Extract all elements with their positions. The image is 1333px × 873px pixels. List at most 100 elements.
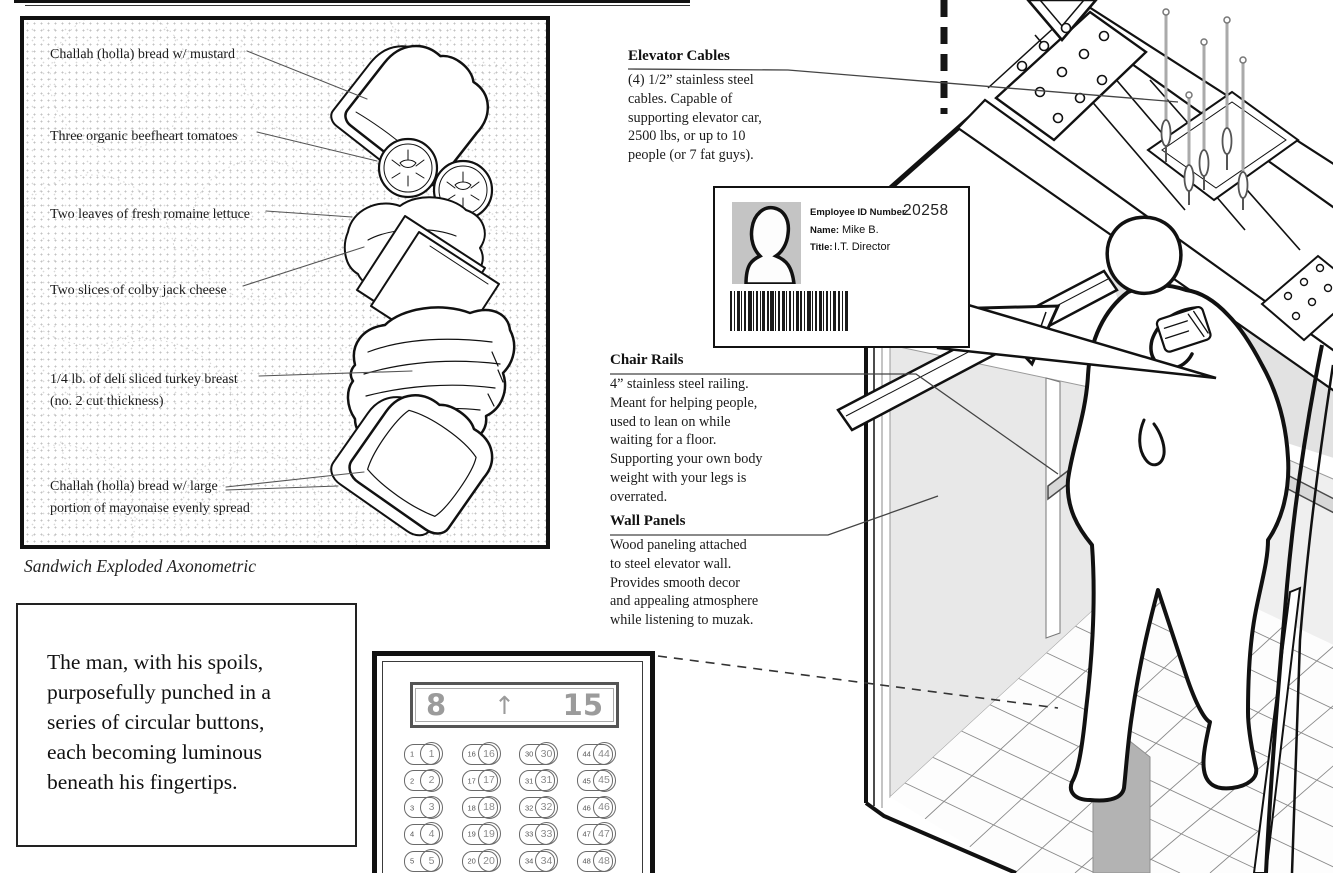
current-floor: 8 [426,688,447,722]
floor-button-small-label: 45 [582,776,591,786]
floor-button-circle: 33 [535,822,558,846]
floor-button-small-label: 17 [467,776,476,786]
cropped-frame-inner-edge [25,5,690,7]
elevator-cables-leader [627,68,1179,103]
floor-button-circle: 45 [592,768,616,792]
story-text-box: The man, with his spoils,purposefully pu… [16,603,357,847]
barcode [730,291,848,331]
floor-button-circle: 20 [477,849,501,873]
id-number-value: 20258 [903,202,949,219]
sandwich-label-tomatoes: Three organic beefheart tomatoes [50,129,238,144]
id-title-value: I.T. Director [834,241,891,253]
floor-button-circle: 31 [535,768,558,792]
floor-button-circle: 18 [477,795,501,819]
floor-button-circle: 3 [420,795,443,819]
sandwich-drawing [225,44,516,537]
leader-lines [610,0,1179,709]
floor-button-circle: 17 [477,768,501,792]
sandwich-leader-lines [225,50,413,491]
head-silhouette-icon [744,205,796,284]
sandwich-label-top-bread: Challah (holla) bread w/ mustard [50,47,236,62]
floor-button-small-label: 46 [582,802,591,812]
id-title-label: Title: [810,242,833,253]
up-arrow-icon: ↑ [493,690,515,720]
floor-button-circle: 46 [592,795,616,819]
floor-button-circle: 30 [535,742,558,765]
wall-seam [1045,377,1061,639]
floor-button-circle: 2 [420,768,443,792]
id-name-value: Mike B. [842,224,879,236]
gusset-plate-right [1260,254,1333,342]
floor-button-circle: 44 [592,742,616,765]
panel-location-dashed-leader [657,655,1059,709]
annotation-chair-rails: Chair Rails 4” stainless steel railing. … [610,352,790,507]
annotation-title: Chair Rails [610,352,684,368]
id-photo [732,202,801,284]
floor-button-circle: 4 [420,822,443,846]
elevator-cables-drawing [1160,8,1249,210]
floor-button-small-label: 18 [467,802,476,812]
id-name-label: Name: [810,225,840,236]
panel-inner-frame [382,661,643,873]
id-number-label: Employee ID Number: [810,207,909,218]
floor-button-small-label: 33 [525,829,534,839]
destination-floor: 15 [562,688,603,722]
floor-button-circle: 19 [477,822,501,846]
floor-button-small-label: 2 [410,776,415,786]
floor-button-small-label: 44 [582,749,591,759]
floor-button-small-label: 19 [467,829,476,839]
wall-panels-leader [610,495,939,536]
annotation-wall-panels: Wall Panels Wood paneling attached to st… [610,513,800,630]
floor-button-circle: 5 [420,849,443,873]
floor-button-circle: 32 [535,795,558,819]
sandwich-label-turkey: 1/4 lb. of deli sliced turkey breast(no.… [50,372,238,409]
sandwich-label-lettuce: Two leaves of fresh romaine lettuce [50,207,250,222]
floor-button-small-label: 31 [525,776,534,786]
floor-button-small-label: 34 [525,856,534,866]
chair-rails-leader [610,373,1059,475]
man-figure [1065,215,1291,803]
story-text: The man, with his spoils,purposefully pu… [47,650,271,794]
floor-button-small-label: 20 [467,856,476,866]
floor-display: 8 ↑ 15 [410,682,619,728]
floor-button-circle: 48 [592,849,616,873]
elevator-drawing [836,0,1333,873]
floor-button-circle: 47 [592,822,616,846]
annotation-title: Elevator Cables [628,48,730,64]
figure-caption: Sandwich Exploded Axonometric [24,556,256,576]
floor-button-circle: 1 [420,742,443,765]
cropped-frame-edge [14,0,690,3]
floor-button-small-label: 5 [410,856,415,866]
gusset-plate-top [987,0,1148,142]
annotation-title: Wall Panels [610,513,686,529]
sandwich-label-cheese: Two slices of colby jack cheese [50,283,227,298]
floor-button-small-label: 47 [582,829,591,839]
floor-button-small-label: 32 [525,802,534,812]
floor-button-small-label: 3 [410,802,415,812]
floor-button-small-label: 16 [467,749,476,759]
